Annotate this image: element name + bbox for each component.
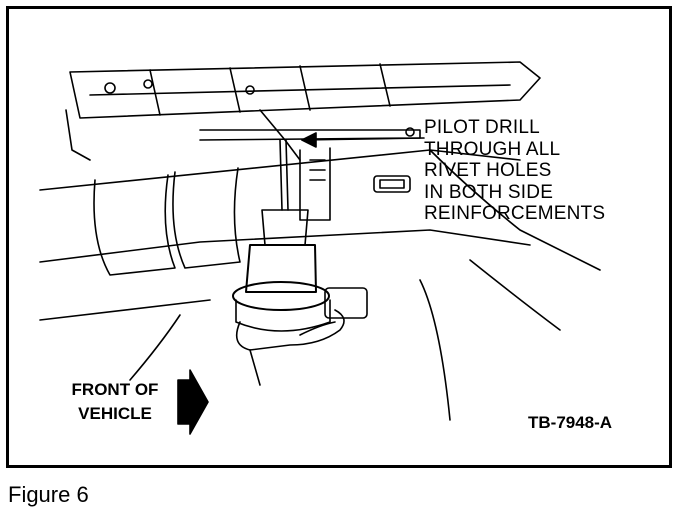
figure-frame xyxy=(6,6,672,468)
callout-line: PILOT DRILL xyxy=(424,117,540,138)
right-arrow-icon xyxy=(177,369,209,435)
figure-caption: Figure 6 xyxy=(8,482,89,507)
figure-code: TB-7948-A xyxy=(528,413,613,432)
drill-callout: PILOT DRILL THROUGH ALL RIVET HOLES IN B… xyxy=(424,117,605,225)
callout-line: RIVET HOLES xyxy=(424,160,552,181)
callout-line: REINFORCEMENTS xyxy=(424,203,606,224)
direction-line: FRONT OF xyxy=(71,380,159,399)
callout-line: THROUGH ALL xyxy=(424,138,561,160)
direction-line: VEHICLE xyxy=(78,404,152,423)
direction-label: FRONT OF VEHICLE xyxy=(58,378,172,426)
callout-line: IN BOTH SIDE xyxy=(424,181,554,203)
